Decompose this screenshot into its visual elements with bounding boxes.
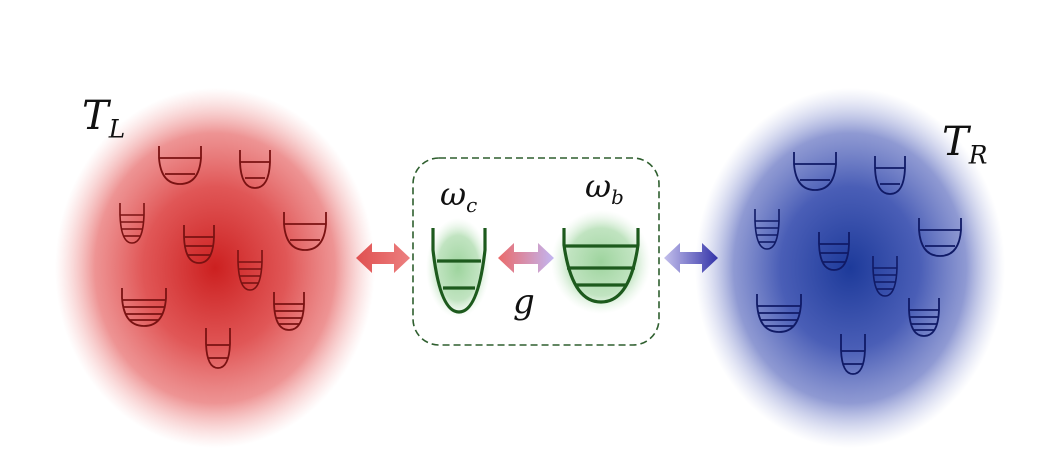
left-bath-temperature-label: TL bbox=[82, 93, 126, 144]
left-coupling-arrow-icon bbox=[356, 243, 410, 273]
right-bath-temperature-label: TR bbox=[942, 119, 988, 170]
oscillator-b-well-icon bbox=[562, 228, 640, 304]
coupling-strength-label: g bbox=[513, 282, 535, 322]
right-coupling-arrow-icon bbox=[664, 243, 718, 273]
oscillator-c-well-icon bbox=[431, 228, 487, 314]
left-bath bbox=[55, 88, 375, 448]
right-bath-glow bbox=[695, 88, 1005, 448]
system-box bbox=[412, 157, 660, 346]
internal-coupling-arrow-icon bbox=[498, 243, 554, 273]
oscillator-b-frequency-label: ωb bbox=[585, 167, 624, 209]
right-bath bbox=[695, 88, 1005, 448]
left-bath-glow bbox=[55, 88, 375, 448]
oscillator-c-frequency-label: ωc bbox=[440, 175, 478, 217]
